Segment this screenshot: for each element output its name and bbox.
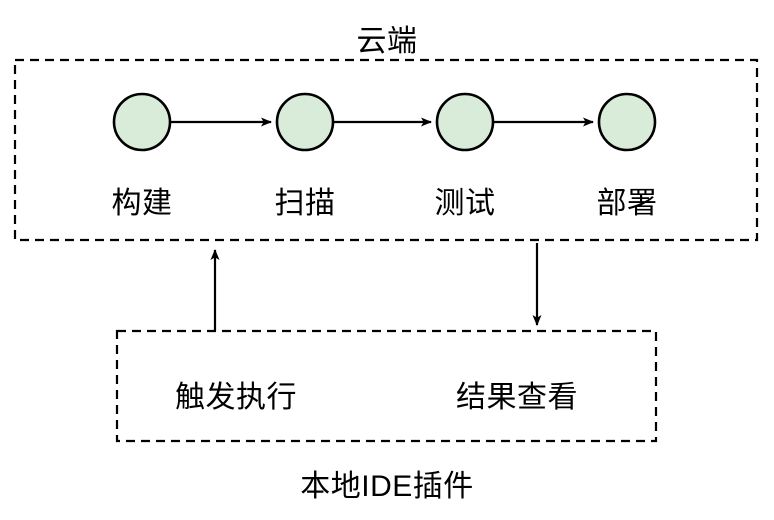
pipeline-label-deploy: 部署 <box>596 187 658 220</box>
ide-boundary-box <box>115 329 658 443</box>
pipeline-node-scan <box>275 92 335 152</box>
ide-item-trigger-execution: 触发执行 <box>175 381 297 414</box>
pipeline-node-deploy <box>597 92 657 152</box>
cloud-boundary-box <box>13 58 759 242</box>
pipeline-node-test <box>435 92 495 152</box>
pipeline-label-test: 测试 <box>434 187 496 220</box>
pipeline-node-build <box>112 92 172 152</box>
pipeline-label-build: 构建 <box>111 187 173 220</box>
ide-item-result-view: 结果查看 <box>456 381 578 414</box>
ide-caption: 本地IDE插件 <box>300 470 474 503</box>
pipeline-label-scan: 扫描 <box>274 187 336 220</box>
cloud-title: 云端 <box>356 25 418 58</box>
